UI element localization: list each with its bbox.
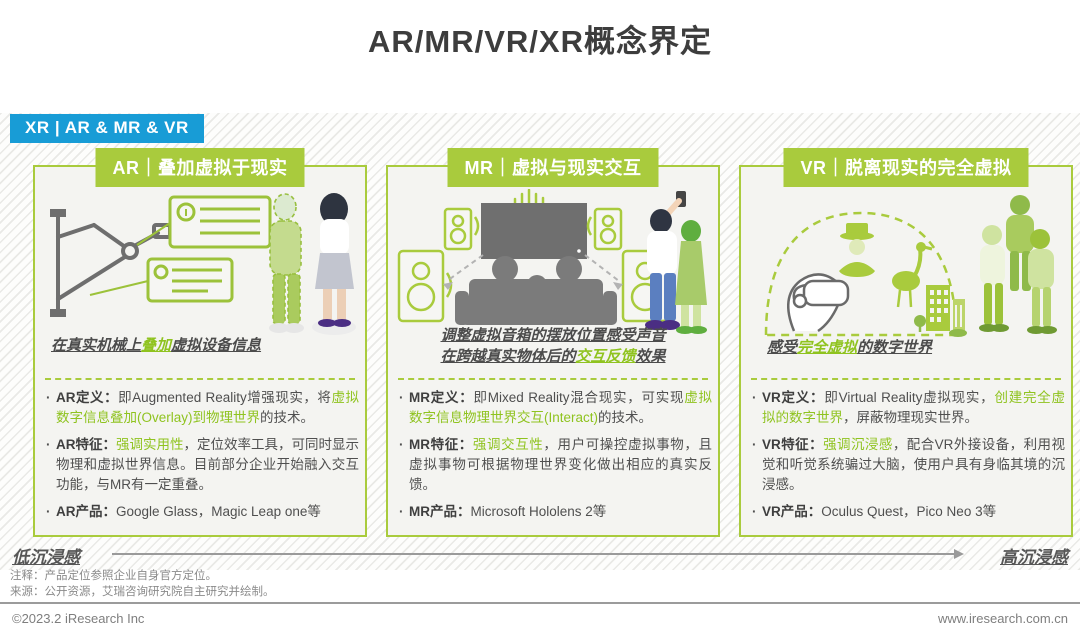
detective-icon (839, 223, 875, 277)
bullet-text: Google Glass，Magic Leap one等 (116, 504, 321, 519)
caption-highlight: 叠加 (141, 337, 172, 354)
bullet-label: MR定义： (409, 390, 474, 405)
source-note: 来源：公开资源，艾瑞咨询研究院自主研究并绘制。 (10, 585, 275, 598)
immersion-arrow (112, 549, 964, 559)
ar-illustration (42, 189, 360, 337)
bullet-label: MR特征： (409, 437, 473, 452)
bullet-item: VR产品：Oculus Quest，Pico Neo 3等 (751, 502, 1065, 522)
bullet-label: VR定义： (762, 390, 825, 405)
bullet-item: VR特征：强调沉浸感，配合VR外接设备，利用视觉和听觉系统骗过大脑，使用户具有身… (751, 435, 1065, 495)
bullet-text: ，配合VR外接设备，利用视觉和听觉系统骗过大脑，使用户具有身临其境的沉浸感。 (762, 437, 1065, 492)
ostrich-icon (892, 242, 933, 308)
bullet-label: AR产品： (56, 504, 116, 519)
info-card-icon (89, 195, 272, 303)
bullet-label: VR特征： (762, 437, 824, 452)
caption-text: 虚拟设备信息 (171, 337, 262, 354)
bullet-item: AR特征：强调实用性，定位效率工具，可同时显示物理和虚拟世界信息。目前部分企业开… (45, 435, 359, 495)
caption-highlight: 完全虚拟 (797, 339, 858, 356)
caption-highlight: 交互反馈 (575, 348, 636, 365)
mr-card-header: MR｜虚拟与现实交互 (447, 148, 659, 187)
bullet-text: ，屏蔽物理现实世界。 (843, 410, 978, 425)
bullet-item: AR定义：即Augmented Reality增强现实，将虚拟数字信息叠加(Ov… (45, 388, 359, 428)
bullet-item: AR产品：Google Glass，Magic Leap one等 (45, 502, 359, 522)
caption-text: 效果 (635, 348, 666, 365)
xr-badge: XR | AR & MR & VR (10, 114, 204, 143)
bullet-highlight: 强调交互性 (472, 437, 544, 452)
notes-block: 注释：产品定位参照企业自身官方定位。 来源：公开资源，艾瑞咨询研究院自主研究并绘… (10, 569, 275, 600)
vr-caption: 感受完全虚拟的数字世界 (767, 337, 932, 358)
footer-divider (0, 602, 1080, 604)
bullet-text: ，定位效率工具，可同时显示物理和虚拟世界信息。目前部分企业开始融入交互功能，与M… (56, 437, 359, 492)
immersion-high-label: 高沉浸感 (1000, 548, 1068, 567)
caption-line: 在跨越真实物体后的交互反馈效果 (388, 346, 718, 367)
dashed-bubble-icon (764, 211, 958, 337)
bullet-highlight: 强调沉浸感 (823, 437, 893, 452)
bullet-text: ，用户可操控虚拟事物，且虚拟事物可根据物理世界变化做出相应的真实反馈。 (409, 437, 713, 492)
bullet-text: 即Augmented Reality增强现实，将 (118, 390, 332, 405)
selfie-couple-figure (645, 191, 707, 334)
tv-icon (481, 203, 587, 259)
caption-text: 在真实机械上 (51, 337, 142, 354)
virtual-person-figure (269, 193, 304, 333)
bullet-label: AR定义： (56, 390, 119, 405)
dashed-separator (398, 378, 708, 380)
copyright-text: ©2023.2 iResearch Inc (12, 611, 145, 626)
annotation-note: 注释：产品定位参照企业自身官方定位。 (10, 570, 217, 582)
dashed-separator (751, 378, 1061, 380)
vr-illustration (748, 189, 1066, 337)
bullet-text: 的技术。 (598, 410, 653, 425)
bullet-text: Microsoft Hololens 2等 (470, 504, 607, 519)
mr-card: MR｜虚拟与现实交互 (386, 148, 720, 537)
vr-card: VR｜脱离现实的完全虚拟 (739, 148, 1073, 537)
couch-icon (455, 256, 617, 325)
bullet-item: MR产品：Microsoft Hololens 2等 (398, 502, 712, 522)
bullet-label: VR产品： (762, 504, 822, 519)
bullet-highlight: 强调实用性 (116, 437, 184, 452)
bullet-item: MR特征：强调交互性，用户可操控虚拟事物，且虚拟事物可根据物理世界变化做出相应的… (398, 435, 712, 495)
caption-text: 的数字世界 (857, 339, 933, 356)
dashed-separator (45, 378, 355, 380)
mr-illustration (395, 189, 713, 337)
ar-caption: 在真实机械上叠加虚拟设备信息 (51, 335, 261, 356)
ar-bullets: AR定义：即Augmented Reality增强现实，将虚拟数字信息叠加(Ov… (45, 388, 359, 529)
ar-card: AR｜叠加虚拟于现实 (33, 148, 367, 537)
bullet-label: MR产品： (409, 504, 471, 519)
bullet-item: MR定义：即Mixed Reality混合现实，可实现虚拟数字信息物理世界交互(… (398, 388, 712, 428)
real-person-figure (312, 193, 356, 335)
website-url: www.iresearch.com.cn (937, 611, 1068, 626)
people-group-figure (979, 195, 1057, 334)
vr-card-header: VR｜脱离现实的完全虚拟 (783, 148, 1029, 187)
bullet-text: 即Virtual Reality虚拟现实， (824, 390, 995, 405)
bullet-highlight: 创建完全虚拟的数字世界 (762, 390, 1065, 425)
bullet-highlight: 虚拟数字信息物理世界交互(Interact) (409, 390, 713, 425)
buildings-icon (914, 285, 967, 337)
bullet-text: 的技术。 (260, 410, 315, 425)
bullet-item: VR定义：即Virtual Reality虚拟现实，创建完全虚拟的数字世界，屏蔽… (751, 388, 1065, 428)
bullet-highlight: 虚拟数字信息叠加(Overlay)到物理世界 (56, 390, 359, 425)
immersion-low-label: 低沉浸感 (12, 548, 80, 567)
bullet-text: Oculus Quest，Pico Neo 3等 (821, 504, 997, 519)
bullet-label: AR特征： (56, 437, 116, 452)
caption-text: 在跨越真实物体后的 (440, 348, 576, 365)
speaker-icon (397, 207, 669, 323)
caption-text: 调整虚拟音箱的摆放位置感受声音 (440, 327, 666, 344)
ar-card-header: AR｜叠加虚拟于现实 (95, 148, 305, 187)
caption-text: 感受 (767, 339, 798, 356)
arrow-dashed-icon (443, 254, 623, 290)
vr-headset-icon (787, 273, 850, 333)
mr-caption: 调整虚拟音箱的摆放位置感受声音 在跨越真实物体后的交互反馈效果 (388, 325, 718, 367)
page-title: AR/MR/VR/XR概念界定 (368, 24, 712, 59)
caption-line: 调整虚拟音箱的摆放位置感受声音 (388, 325, 718, 346)
bullet-text: 即Mixed Reality混合现实，可实现 (473, 390, 685, 405)
vr-bullets: VR定义：即Virtual Reality虚拟现实，创建完全虚拟的数字世界，屏蔽… (751, 388, 1065, 529)
mr-bullets: MR定义：即Mixed Reality混合现实，可实现虚拟数字信息物理世界交互(… (398, 388, 712, 529)
